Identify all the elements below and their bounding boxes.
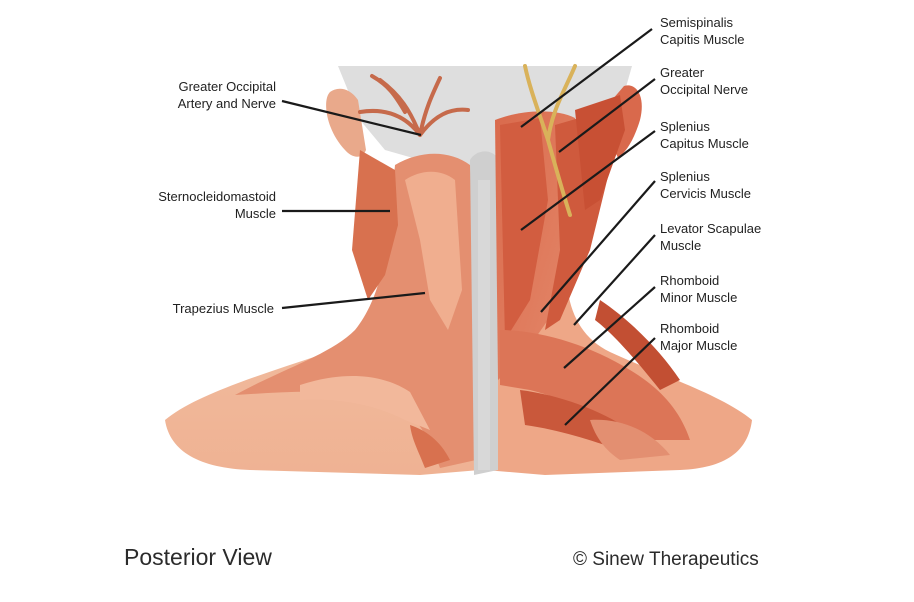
label-splenius-cervicis: Splenius Cervicis Muscle	[660, 168, 751, 202]
label-line: Trapezius Muscle	[172, 301, 274, 316]
label-line: Levator Scapulae	[660, 221, 762, 236]
label-line: Semispinalis	[660, 15, 733, 30]
label-line: Greater	[660, 65, 705, 80]
copyright-text: © Sinew Therapeutics	[573, 549, 759, 570]
label-line: Sternocleidomastoid	[158, 189, 276, 204]
label-line: Muscle	[234, 206, 276, 221]
label-line: Artery and Nerve	[177, 96, 276, 111]
label-line: Major Muscle	[660, 338, 738, 353]
trapezius-left	[235, 150, 478, 468]
occipital-artery-nerve	[358, 64, 577, 217]
label-trapezius: Trapezius Muscle	[173, 300, 274, 317]
label-line: Greater Occipital	[178, 79, 276, 94]
label-line: Capitis Muscle	[660, 32, 745, 47]
label-semispinalis-capitis: Semispinalis Capitis Muscle	[660, 14, 745, 48]
label-line: Capitus Muscle	[660, 136, 749, 151]
left-ear	[326, 88, 366, 157]
leader-lines	[281, 28, 656, 426]
label-line: Splenius	[660, 119, 710, 134]
label-sternocleidomastoid: Sternocleidomastoid Muscle	[158, 188, 276, 222]
label-line: Splenius	[660, 169, 710, 184]
label-rhomboid-major: Rhomboid Major Muscle	[660, 320, 737, 354]
label-line: Muscle	[660, 238, 702, 253]
label-greater-occipital-artery-nerve: Greater Occipital Artery and Nerve	[178, 78, 276, 112]
label-line: Occipital Nerve	[660, 82, 749, 97]
label-line: Minor Muscle	[660, 290, 738, 305]
label-splenius-capitus: Splenius Capitus Muscle	[660, 118, 749, 152]
view-caption: Posterior View	[124, 544, 272, 570]
label-greater-occipital-nerve: Greater Occipital Nerve	[660, 64, 748, 98]
label-levator-scapulae: Levator Scapulae Muscle	[660, 220, 761, 254]
label-line: Cervicis Muscle	[660, 186, 752, 201]
label-line: Rhomboid	[660, 273, 720, 288]
label-rhomboid-minor: Rhomboid Minor Muscle	[660, 272, 737, 306]
label-line: Rhomboid	[660, 321, 720, 336]
